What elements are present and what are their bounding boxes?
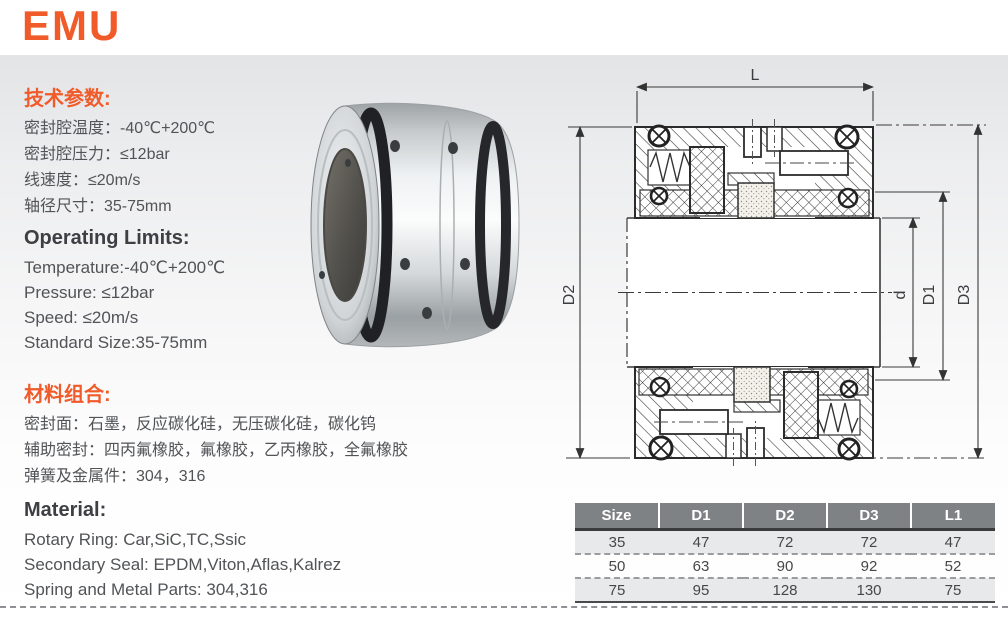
set-screw — [743, 119, 783, 165]
dim-label-L: L — [751, 67, 760, 84]
dim-label-d: d — [892, 291, 909, 300]
section-material-en: Material: Rotary Ring: Car,SiC,TC,Ssic S… — [24, 499, 341, 602]
table-cell: 90 — [743, 553, 827, 578]
table-row: 75 95 128 130 75 — [575, 577, 995, 602]
spring — [647, 149, 693, 186]
size-table: Size D1 D2 D3 L1 35 47 72 72 47 50 63 — [575, 503, 995, 603]
o-ring-sections — [647, 124, 860, 209]
bottom-divider — [0, 606, 1008, 608]
spec-line: 密封面：石墨，反应碳化硅，无压碳化硅，碳化钨 — [24, 416, 377, 433]
spec-line: 密封腔温度：-40℃+200℃ — [24, 120, 216, 137]
spec-line: 轴径尺寸：35-75mm — [24, 198, 172, 215]
size-table-header-row: Size D1 D2 D3 L1 — [575, 503, 995, 531]
section-operating-limits: Operating Limits: Temperature:-40℃+200℃ … — [24, 227, 225, 355]
spec-line: 密封腔压力：≤12bar — [24, 146, 170, 163]
col-header-d3: D3 — [826, 503, 911, 531]
spec-line: 辅助密封：四丙氟橡胶，氟橡胶，乙丙橡胶，全氟橡胶 — [24, 442, 409, 459]
o-ring-right — [475, 121, 511, 329]
product-photo — [310, 102, 520, 348]
spec-line: Pressure: ≤12bar — [24, 283, 155, 302]
table-cell: 72 — [827, 529, 911, 554]
face-ring — [317, 129, 373, 321]
col-header-d2: D2 — [742, 503, 827, 531]
col-header-d1: D1 — [658, 503, 743, 531]
seal-section-bottom-half — [633, 365, 875, 468]
seal-section-top-half — [634, 119, 874, 219]
brand-logo: EMU — [22, 2, 122, 49]
bellows — [689, 146, 725, 214]
section-material-cn: 材料组合: 密封面：石墨，反应碳化硅，无压碳化硅，碳化钨 辅助密封：四丙氟橡胶，… — [24, 378, 408, 490]
table-cell: 95 — [659, 577, 743, 602]
drive-pin — [765, 150, 858, 176]
table-cell: 128 — [743, 577, 827, 602]
section-heading: 材料组合: — [24, 384, 111, 406]
section-tech-params: 技术参数: 密封腔温度：-40℃+200℃ 密封腔压力：≤12bar 线速度：≤… — [24, 82, 215, 220]
table-cell: 47 — [911, 529, 995, 554]
table-cell: 52 — [911, 553, 995, 578]
drive-holes — [319, 140, 470, 319]
table-cell: 72 — [743, 529, 827, 554]
spec-line: Temperature:-40℃+200℃ — [24, 258, 226, 277]
content-area: 技术参数: 密封腔温度：-40℃+200℃ 密封腔压力：≤12bar 线速度：≤… — [0, 55, 1008, 624]
dim-label-D2: D2 — [561, 285, 578, 306]
spec-line: Secondary Seal: EPDM,Viton,Aflas,Kalrez — [24, 555, 342, 574]
table-cell: 92 — [827, 553, 911, 578]
carbon-seal-face — [737, 182, 775, 219]
table-row: 50 63 90 92 52 — [575, 553, 995, 578]
dimension-lines — [566, 82, 986, 460]
dim-label-D1: D1 — [921, 285, 938, 306]
dimension-labels: L D2 d D1 D3 — [561, 67, 973, 305]
spec-line: 线速度：≤20m/s — [24, 172, 141, 189]
table-cell: 75 — [911, 577, 995, 602]
spec-line: Speed: ≤20m/s — [24, 308, 139, 327]
table-cell: 63 — [659, 553, 743, 578]
section-heading: Operating Limits: — [24, 227, 190, 249]
shaft — [618, 217, 892, 368]
col-header-size: Size — [575, 503, 659, 531]
table-cell: 35 — [575, 529, 659, 554]
seal-photo-group — [310, 102, 520, 348]
table-row: 35 47 72 72 47 — [575, 529, 995, 554]
bore — [323, 148, 367, 302]
spec-line: 弹簧及金属件：304，316 — [24, 468, 206, 485]
table-cell: 47 — [659, 529, 743, 554]
col-header-l1: L1 — [910, 503, 995, 531]
section-heading: 技术参数: — [24, 88, 111, 110]
table-cell: 75 — [575, 577, 659, 602]
spec-line: Standard Size:35-75mm — [24, 333, 208, 352]
dim-label-D3: D3 — [956, 285, 973, 306]
spec-line: Spring and Metal Parts: 304,316 — [24, 580, 268, 599]
section-heading: Material: — [24, 499, 107, 521]
table-cell: 50 — [575, 553, 659, 578]
technical-drawing: L D2 d D1 D3 — [561, 67, 986, 468]
table-cell: 130 — [827, 577, 911, 602]
body-groove-line — [439, 120, 455, 330]
spec-line: Rotary Ring: Car,SiC,TC,Ssic — [24, 530, 246, 549]
